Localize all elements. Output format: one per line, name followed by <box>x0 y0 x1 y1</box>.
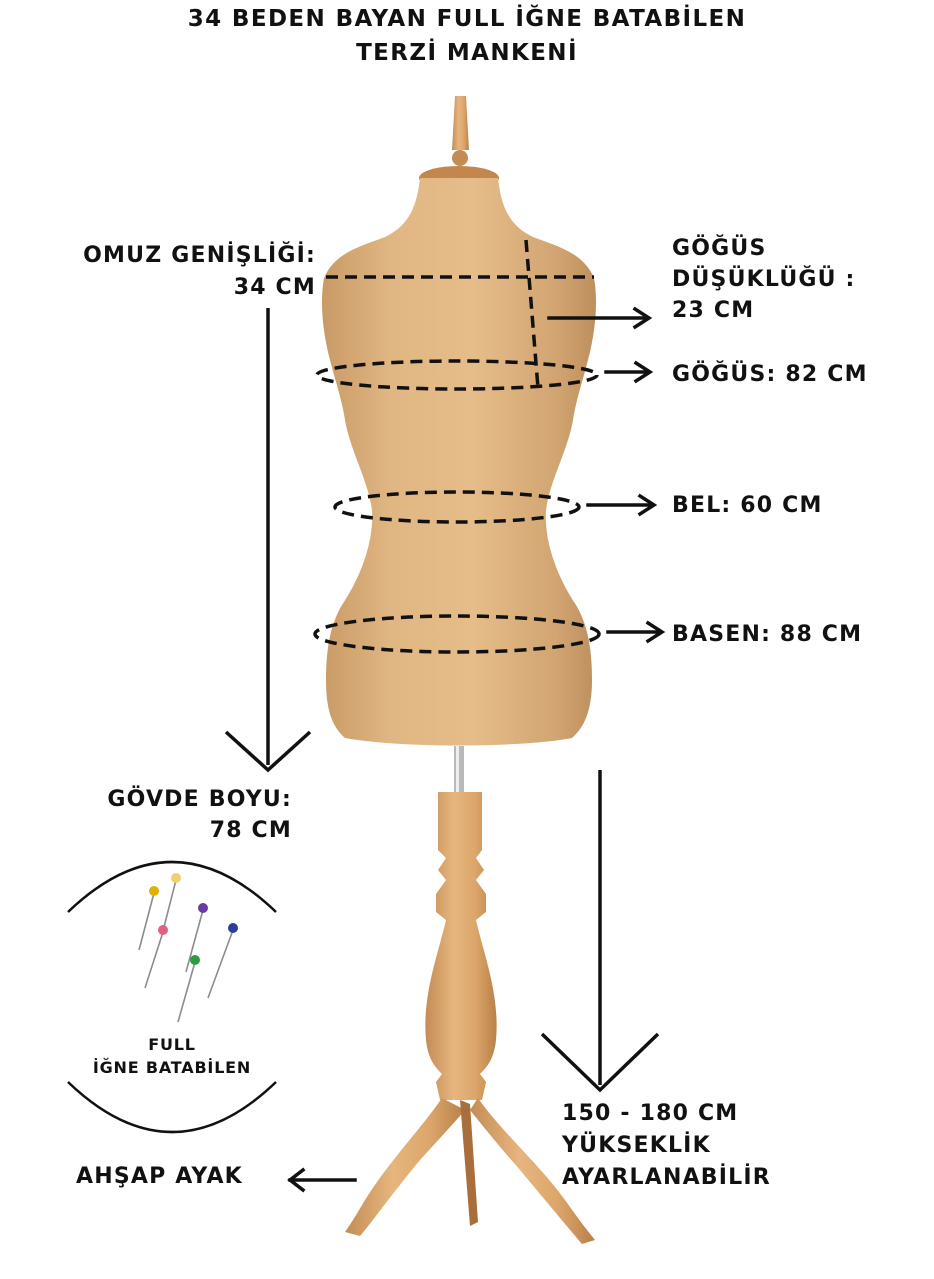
bust-drop-label-1: GÖĞÜS <box>672 236 767 261</box>
pin-head-5 <box>158 925 168 935</box>
long-arrows <box>224 308 660 1093</box>
title-line-2: TERZİ MANKENİ <box>356 40 578 66</box>
pin-head-4 <box>228 923 238 933</box>
hip-ring <box>313 614 601 654</box>
bust-label: GÖĞÜS: 82 CM <box>672 362 868 387</box>
bust-drop-label-2: DÜŞÜKLÜĞÜ : <box>672 267 856 292</box>
height-line-3: AYARLANABİLİR <box>562 1165 771 1190</box>
height-line-2: YÜKSEKLİK <box>562 1133 711 1158</box>
body-length-label: GÖVDE BOYU: <box>107 787 292 812</box>
pin-heads <box>149 873 238 965</box>
shoulder-value: 34 CM <box>233 275 316 300</box>
body-length-value: 78 CM <box>209 818 292 843</box>
pin-head-1 <box>149 886 159 896</box>
pins-graphic <box>138 879 234 1023</box>
pins-caption-2: İĞNE BATABİLEN <box>92 1058 252 1077</box>
height-line-1: 150 - 180 CM <box>562 1101 739 1126</box>
pin-head-6 <box>190 955 200 965</box>
wooden-column <box>425 792 497 1100</box>
waist-ring <box>333 490 581 524</box>
pins-caption-1: FULL <box>148 1035 196 1054</box>
wooden-leg-label: AHŞAP AYAK <box>76 1164 243 1189</box>
wooden-tripod <box>345 1098 595 1244</box>
measurement-guides <box>313 239 601 654</box>
pins-badge <box>67 860 277 1134</box>
bust-drop-value: 23 CM <box>672 298 755 323</box>
hip-label: BASEN: 88 CM <box>672 622 863 647</box>
torso <box>322 178 596 746</box>
shoulder-label: OMUZ GENİŞLİĞİ: <box>83 243 316 268</box>
waist-label: BEL: 60 CM <box>672 493 823 518</box>
arrows <box>287 306 666 1193</box>
bust-ring <box>315 359 599 391</box>
pin-head-3 <box>198 903 208 913</box>
title-line-1: 34 BEDEN BAYAN FULL İĞNE BATABİLEN <box>187 6 747 32</box>
pin-head-2 <box>171 873 181 883</box>
finial <box>452 96 469 166</box>
